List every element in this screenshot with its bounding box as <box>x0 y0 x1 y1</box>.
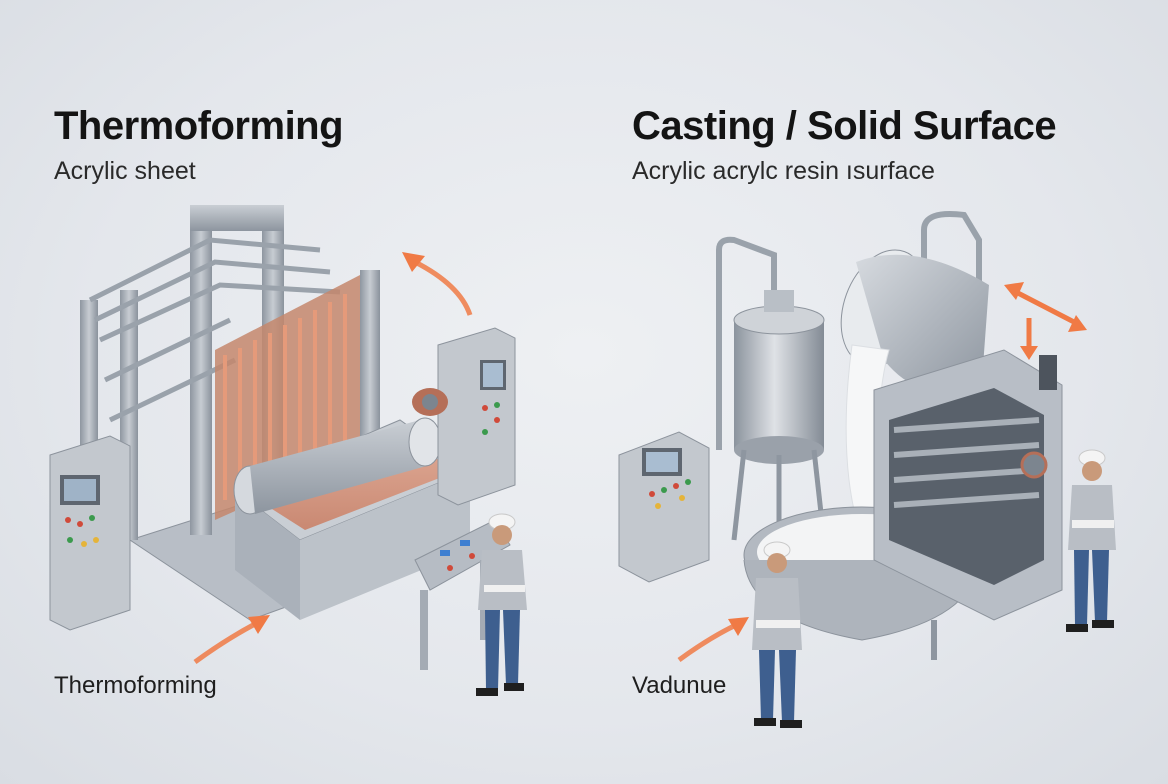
thermoforming-caption: Thermoforming <box>54 672 217 699</box>
worker-icon <box>476 513 527 696</box>
casting-panel: Casting / Solid Surface Acrylic acrylc r… <box>584 0 1168 784</box>
arrow-icon <box>677 282 1087 663</box>
thermoforming-machine-illustration <box>49 205 516 670</box>
casting-subtitle: Acrylic acrylc resin ısurface <box>632 157 935 185</box>
worker-icon <box>752 449 1116 728</box>
thermoforming-title: Thermoforming <box>54 104 344 148</box>
casting-machine-illustration <box>618 211 1063 660</box>
thermoforming-subtitle: Acrylic sheet <box>54 157 196 185</box>
casting-caption: Vadunue <box>632 672 727 699</box>
thermoforming-panel: Thermoforming Acrylic sheet <box>49 104 527 699</box>
arrow-icon <box>193 252 473 665</box>
casting-title: Casting / Solid Surface <box>632 104 1057 148</box>
